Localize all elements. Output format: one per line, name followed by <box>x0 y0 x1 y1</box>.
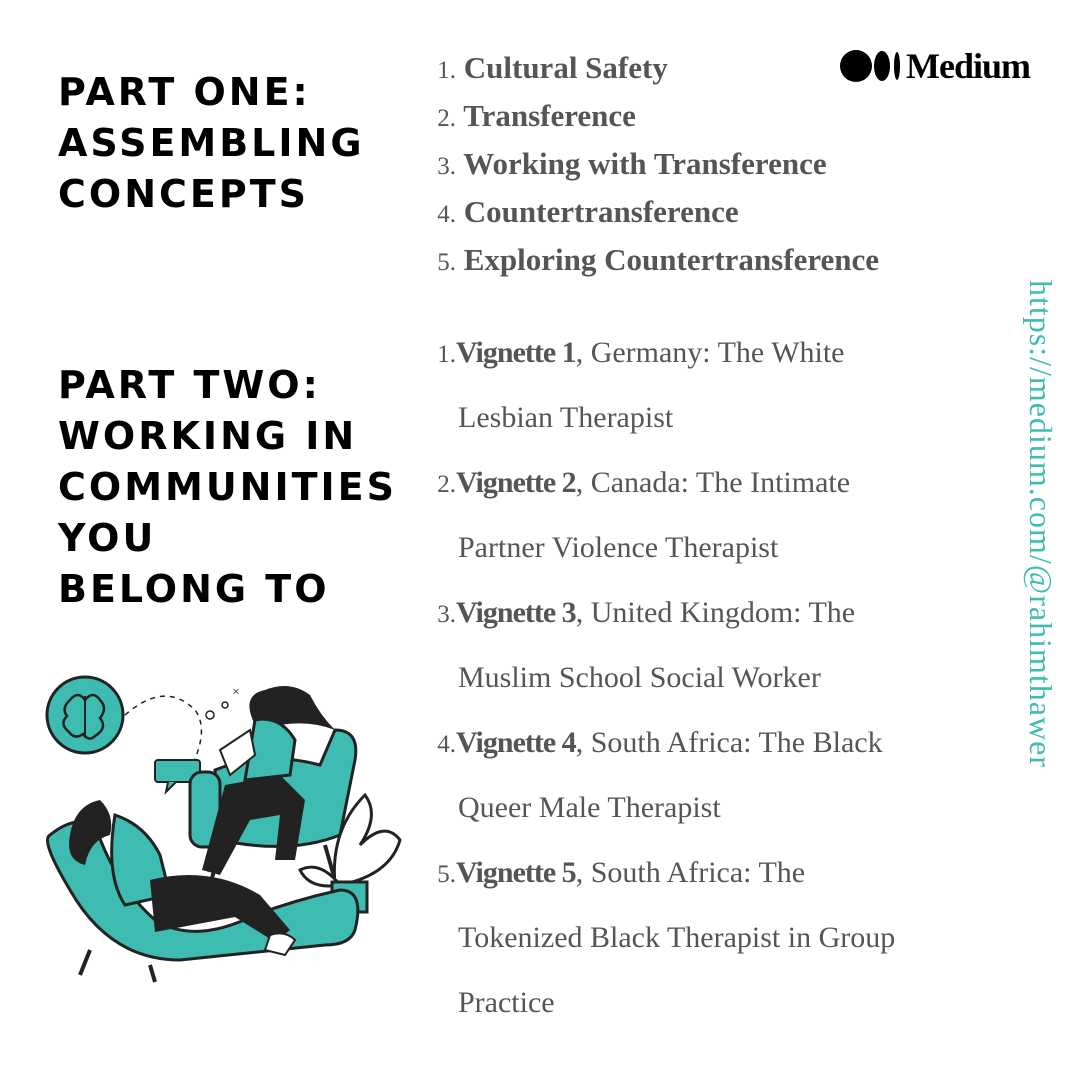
heading-line: CONCEPTS <box>58 172 309 216</box>
heading-line: PART ONE: <box>58 70 311 114</box>
vignette-text-continued: Tokenized Black Therapist in Group <box>458 921 896 954</box>
list-item: 2. Transference <box>420 92 879 140</box>
item-title: Working with Transference <box>463 146 827 181</box>
list-item: 2.Vignette 2, Canada: The Intimate Partn… <box>420 450 940 580</box>
vignette-text: , United Kingdom: The <box>575 596 856 629</box>
item-title: Countertransference <box>463 194 739 229</box>
vignette-label: Vignette 1 <box>456 336 577 369</box>
svg-text:×: × <box>232 685 240 700</box>
list-item: 4.Vignette 4, South Africa: The Black Qu… <box>420 710 940 840</box>
heading-line: COMMUNITIES <box>58 465 398 509</box>
vignette-label: Vignette 3 <box>456 596 577 629</box>
vignette-label: Vignette 2 <box>456 466 577 499</box>
heading-line: BELONG TO <box>58 567 330 611</box>
part-two-list: 1.Vignette 1, Germany: The White Lesbian… <box>420 320 940 1035</box>
item-number: 2. <box>437 471 456 498</box>
vignette-text: , Canada: The Intimate <box>575 466 851 499</box>
item-number: 1. <box>437 341 456 368</box>
item-number: 4. <box>437 201 456 228</box>
list-item: 3.Vignette 3, United Kingdom: The Muslim… <box>420 580 940 710</box>
medium-logo-text: Medium <box>906 46 1031 86</box>
heading-line: YOU <box>58 516 157 560</box>
part-one-list: 1. Cultural Safety 2. Transference 3. Wo… <box>420 44 879 284</box>
vignette-text-continued: Practice <box>458 986 555 1019</box>
item-number: 3. <box>437 153 456 180</box>
heading-line: ASSEMBLING <box>58 121 365 165</box>
item-title: Transference <box>463 98 636 133</box>
medium-logo-icon <box>840 50 900 82</box>
heading-line: PART TWO: <box>58 363 321 407</box>
item-number: 5. <box>437 861 456 888</box>
vignette-text-continued: Lesbian Therapist <box>458 401 674 434</box>
list-item: 4. Countertransference <box>420 188 879 236</box>
list-item: 5. Exploring Countertransference <box>420 236 879 284</box>
vignette-label: Vignette 5 <box>456 856 577 889</box>
item-number: 2. <box>437 105 456 132</box>
vignette-label: Vignette 4 <box>456 726 577 759</box>
part-one-heading: PART ONE: ASSEMBLING CONCEPTS <box>58 67 365 220</box>
item-number: 3. <box>437 601 456 628</box>
vignette-text: , South Africa: The <box>575 856 806 889</box>
vignette-text-continued: Partner Violence Therapist <box>458 531 779 564</box>
item-number: 1. <box>437 57 456 84</box>
item-title: Exploring Countertransference <box>463 242 880 277</box>
vignette-text-continued: Muslim School Social Worker <box>458 661 821 694</box>
heading-line: WORKING IN <box>58 414 358 458</box>
therapy-session-illustration: × <box>45 675 402 983</box>
item-title: Cultural Safety <box>463 50 668 85</box>
list-item: 5.Vignette 5, South Africa: The Tokenize… <box>420 840 940 1035</box>
item-number: 4. <box>437 731 456 758</box>
medium-logo[interactable]: Medium <box>840 46 1031 86</box>
list-item: 3. Working with Transference <box>420 140 879 188</box>
vignette-text-continued: Queer Male Therapist <box>458 791 721 824</box>
list-item: 1.Vignette 1, Germany: The White Lesbian… <box>420 320 940 450</box>
item-number: 5. <box>437 249 456 276</box>
profile-url-link[interactable]: https://medium.com/@rahimthawer <box>1023 280 1059 768</box>
vignette-text: , Germany: The White <box>575 336 845 369</box>
vignette-text: , South Africa: The Black <box>575 726 883 759</box>
list-item: 1. Cultural Safety <box>420 44 879 92</box>
part-two-heading: PART TWO: WORKING IN COMMUNITIES YOU BEL… <box>58 360 397 615</box>
